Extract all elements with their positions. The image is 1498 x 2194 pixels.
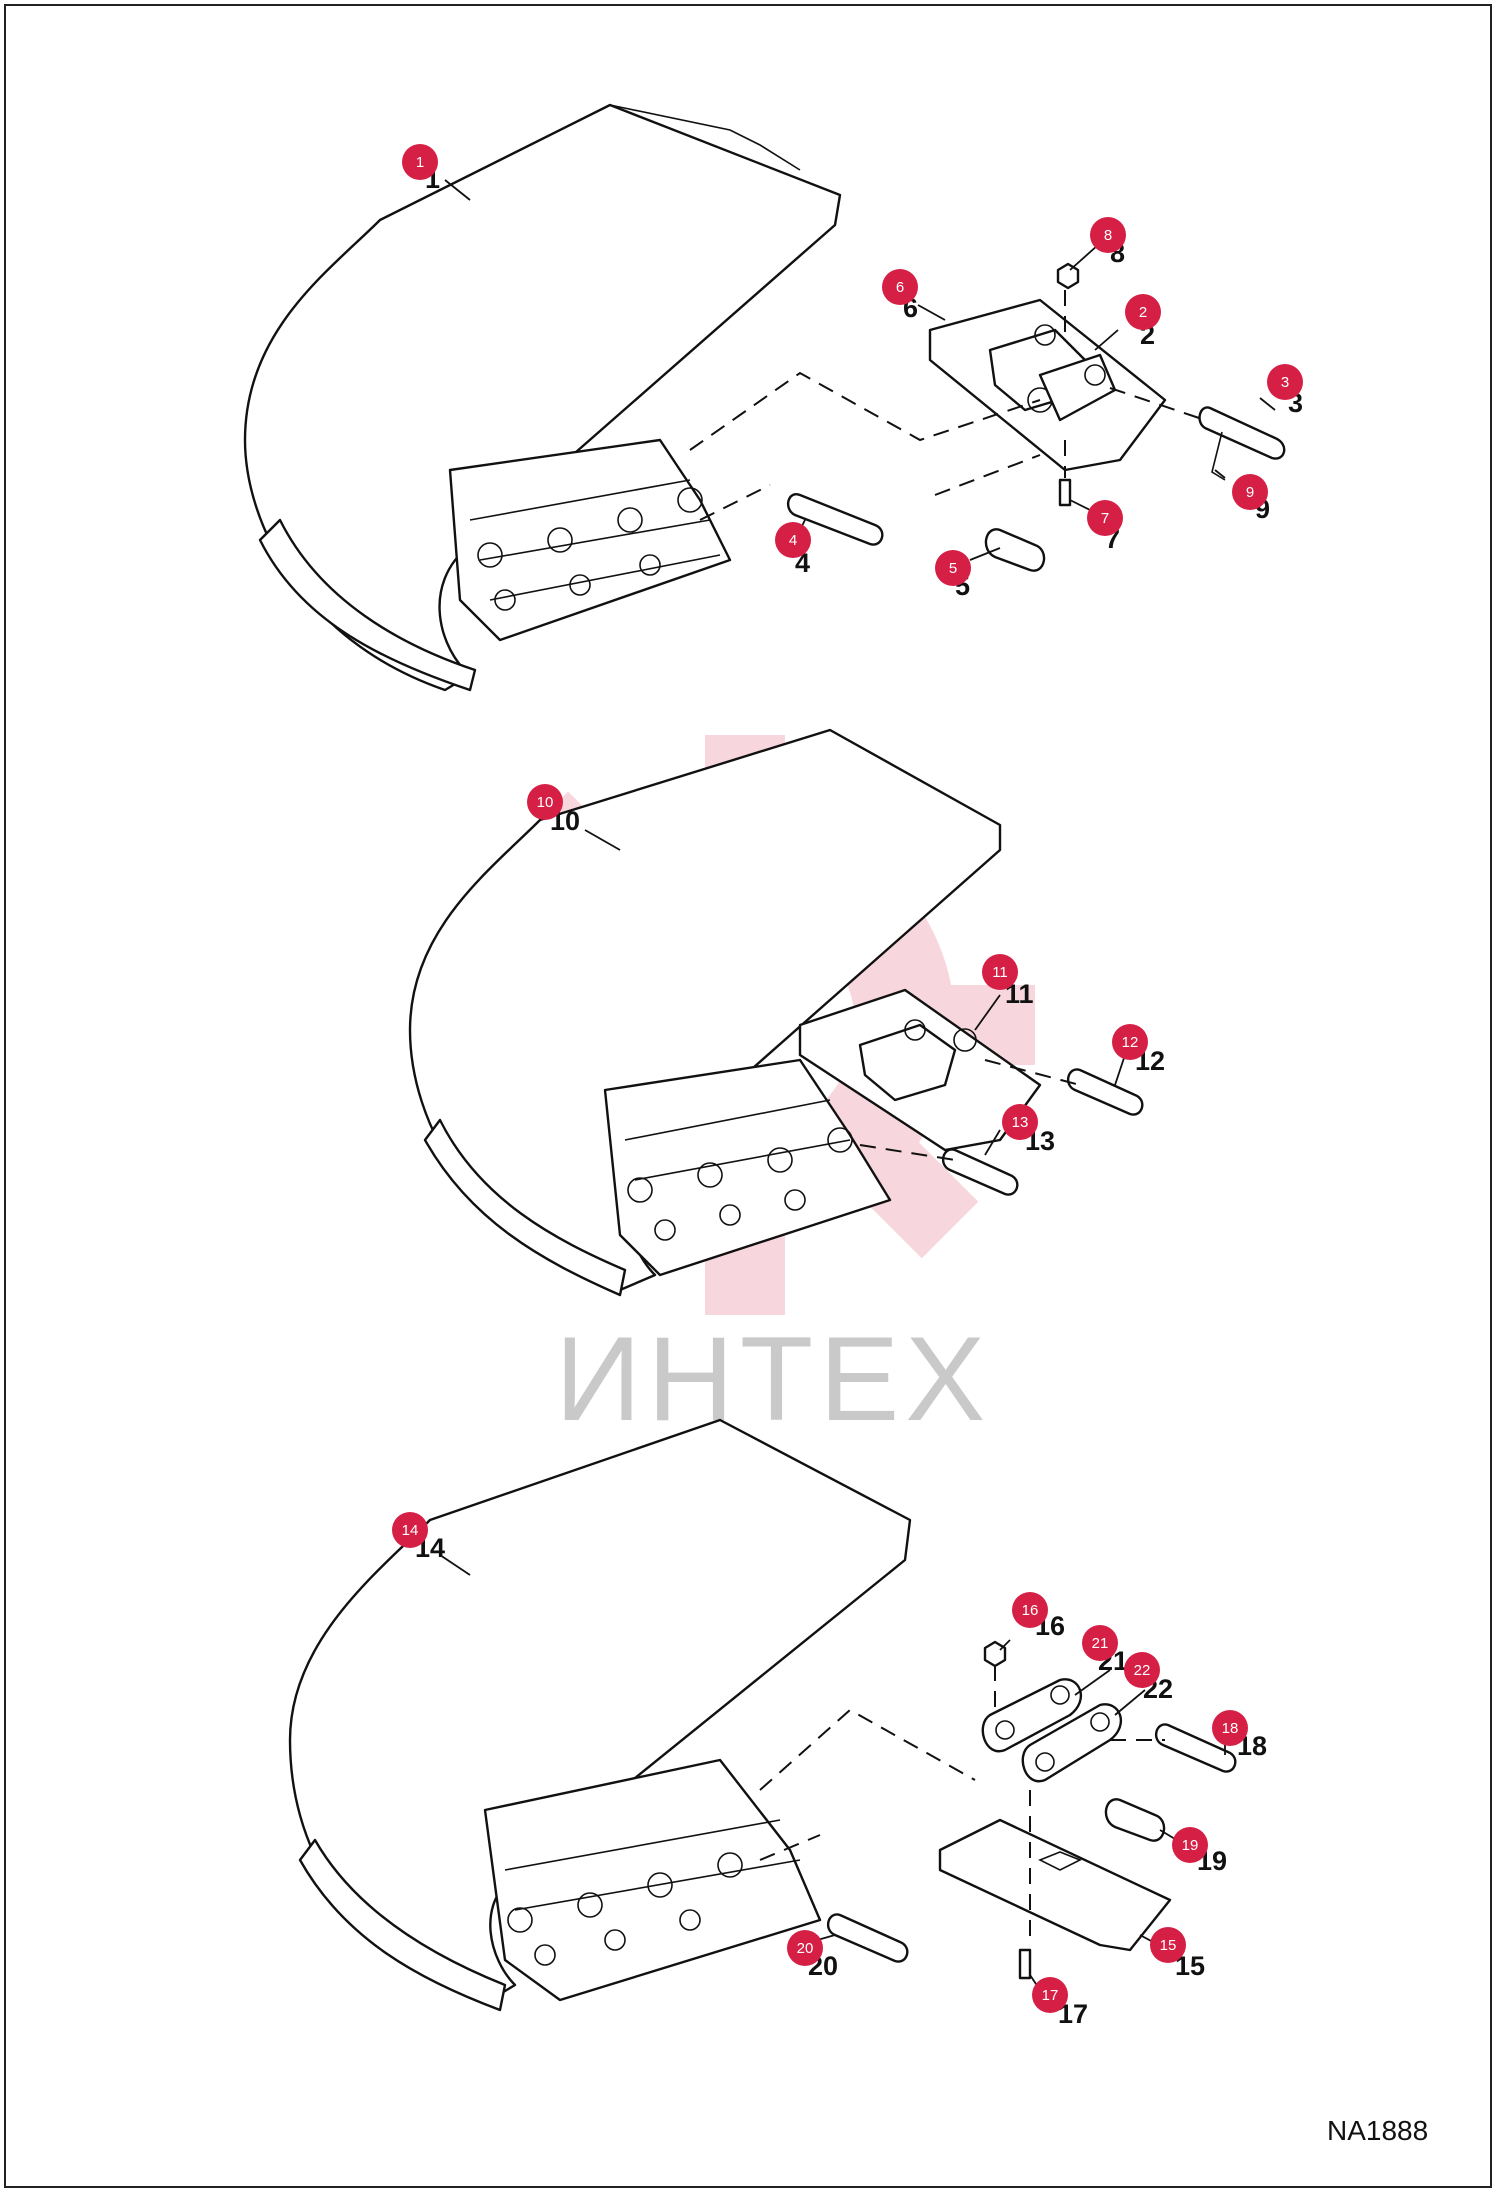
drawing-code: NA1888 [1327,2115,1428,2146]
callout-badge-14[interactable]: 14 [392,1512,428,1548]
svg-text:21: 21 [1092,1635,1109,1652]
diagram-frame [4,4,1492,2188]
pin-part-13 [941,1148,1019,1196]
callout-badges: 1 2 3 4 5 6 7 8 9 10 11 12 13 14 15 16 1… [392,144,1303,2013]
svg-text:18: 18 [1222,1720,1239,1737]
callout-badge-11[interactable]: 11 [982,954,1018,990]
track-assembly-2 [408,728,1144,1297]
svg-text:12: 12 [1122,1034,1139,1051]
callout-badge-22[interactable]: 22 [1124,1652,1160,1688]
svg-text:16: 16 [1022,1602,1039,1619]
svg-text:19: 19 [1182,1837,1199,1854]
callout-badge-8[interactable]: 8 [1090,217,1126,253]
bushing-part-19 [1104,1798,1166,1842]
bushing-part-5 [984,528,1046,572]
pin-part-20 [826,1913,909,1963]
callout-badge-7[interactable]: 7 [1087,500,1123,536]
callout-badge-19[interactable]: 19 [1172,1827,1208,1863]
pin-part-4 [786,493,884,546]
svg-text:22: 22 [1134,1662,1151,1679]
pin-part-3 [1198,406,1286,460]
callout-badge-16[interactable]: 16 [1012,1592,1048,1628]
nut-part-8 [1056,262,1080,290]
callout-badge-2[interactable]: 2 [1125,294,1161,330]
svg-text:14: 14 [402,1522,419,1539]
callout-badge-20[interactable]: 20 [787,1930,823,1966]
svg-text:10: 10 [537,794,554,811]
callout-badge-1[interactable]: 1 [402,144,438,180]
callout-badge-9[interactable]: 9 [1232,474,1268,510]
clip-part-9 [1211,431,1226,481]
callout-badge-18[interactable]: 18 [1212,1710,1248,1746]
bolt-part-7 [1058,478,1072,507]
pin-part-18 [1154,1723,1237,1773]
svg-text:9: 9 [1246,484,1254,501]
svg-text:17: 17 [1042,1987,1059,2004]
callout-badge-21[interactable]: 21 [1082,1625,1118,1661]
callout-badge-5[interactable]: 5 [935,550,971,586]
callout-badge-15[interactable]: 15 [1150,1927,1186,1963]
svg-text:4: 4 [789,532,797,549]
svg-text:5: 5 [949,560,957,577]
svg-text:20: 20 [797,1940,814,1957]
track-assembly-3 [288,1418,1237,2012]
shoe-plate-part-15 [938,1818,1172,1952]
link-part-21 [981,1678,1082,1753]
track-assembly-1 [243,103,1286,692]
svg-text:15: 15 [1160,1937,1177,1954]
svg-text:11: 11 [992,964,1008,981]
svg-text:3: 3 [1281,374,1289,391]
svg-text:7: 7 [1101,510,1109,527]
nut-part-16 [983,1640,1007,1668]
svg-text:8: 8 [1104,227,1112,244]
callout-badge-6[interactable]: 6 [882,269,918,305]
callout-badge-12[interactable]: 12 [1112,1024,1148,1060]
callout-badge-10[interactable]: 10 [527,784,563,820]
svg-text:1: 1 [416,154,424,171]
svg-text:2: 2 [1139,304,1147,321]
svg-text:13: 13 [1012,1114,1029,1131]
callout-badge-3[interactable]: 3 [1267,364,1303,400]
svg-text:6: 6 [896,279,904,296]
callout-badge-13[interactable]: 13 [1002,1104,1038,1140]
watermark-text: ИНТЕХ [555,1312,991,1446]
pin-part-12 [1066,1068,1144,1116]
bolt-part-17 [1018,1948,1032,1980]
callout-badge-17[interactable]: 17 [1032,1977,1068,2013]
callout-badge-4[interactable]: 4 [775,522,811,558]
